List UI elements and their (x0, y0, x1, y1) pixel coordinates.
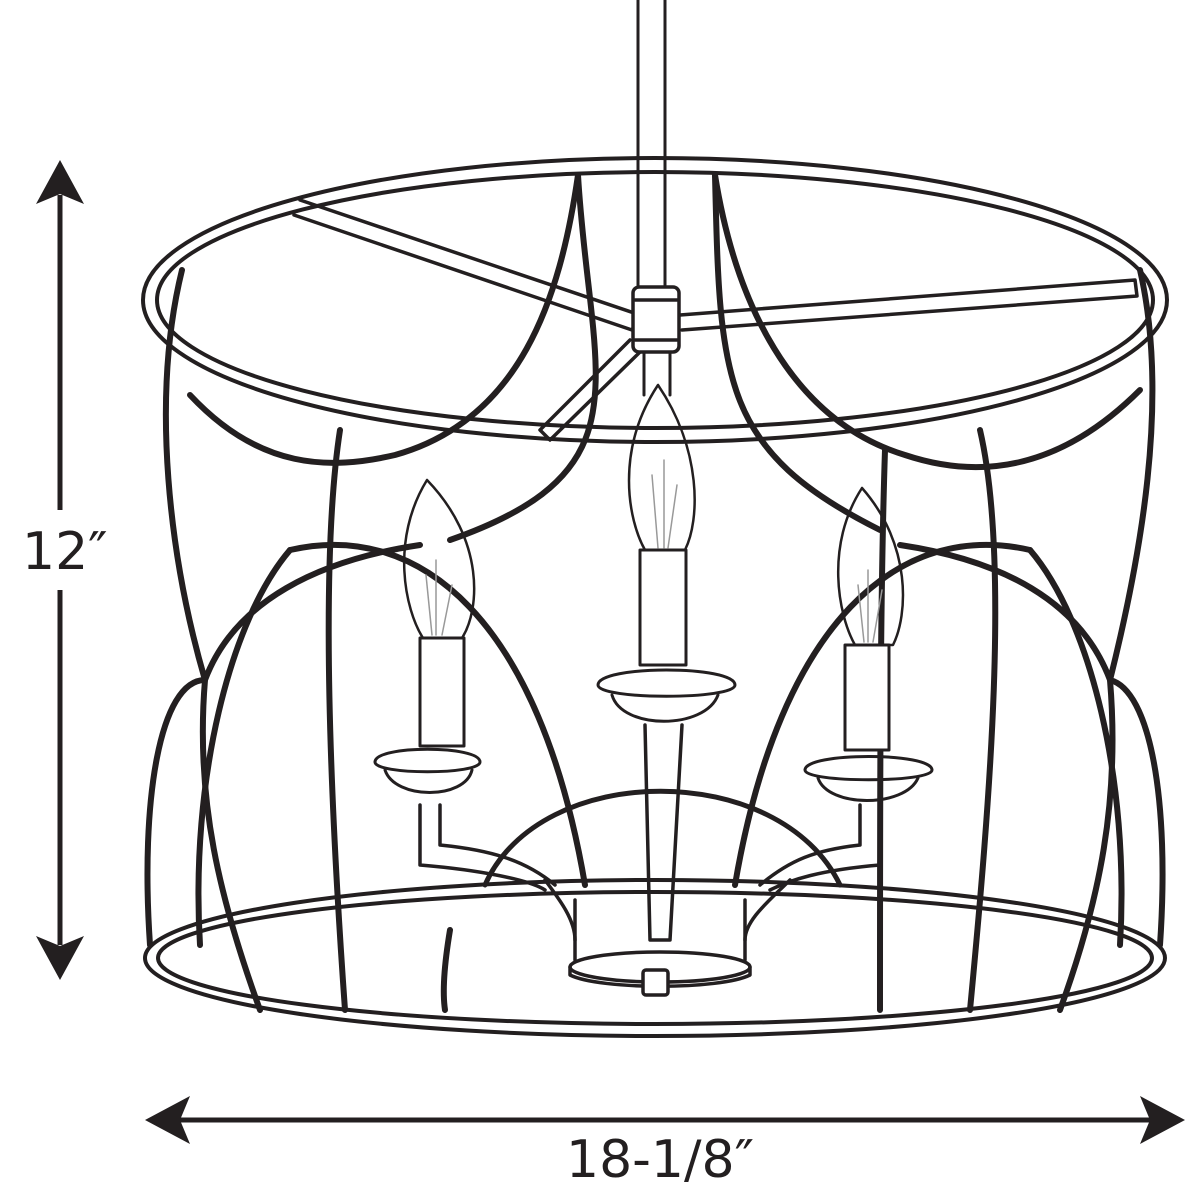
bottom-ring (143, 878, 1167, 1038)
bottom-cup (543, 878, 792, 997)
right-bulb-filament (857, 569, 883, 643)
center-bulb-filament (651, 459, 678, 549)
left-candle (373, 478, 482, 794)
top-ring (141, 156, 1169, 444)
width-dimension-label: 18-1/8″ (566, 1130, 755, 1190)
downrod (636, 0, 667, 287)
top-spokes (292, 198, 1139, 442)
width-dimension-arrow (145, 1096, 1185, 1144)
cage-straps (144, 172, 1166, 1013)
bottom-arch (482, 788, 843, 888)
height-dimension-label: 12″ (22, 522, 108, 582)
right-candle (803, 486, 934, 802)
center-stem (642, 350, 672, 397)
height-dimension-arrow (36, 160, 84, 980)
center-candle (596, 383, 737, 723)
left-bulb-filament (425, 559, 453, 636)
candle-arms (418, 723, 882, 942)
